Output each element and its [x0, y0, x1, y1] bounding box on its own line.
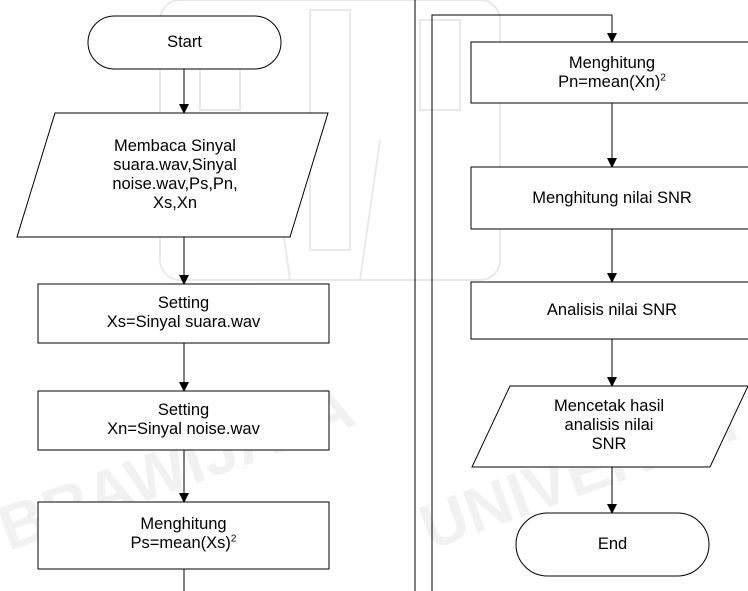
setting-xn-label: Setting Xn=Sinyal noise.wav: [38, 401, 329, 439]
compute-ps-formula: Ps=mean(Xs): [130, 534, 231, 552]
setting-xn-line-1: Setting: [157, 401, 210, 419]
compute-snr-process: [470, 166, 748, 230]
read-input-line-3: noise.wav,Ps,Pn,: [112, 175, 238, 193]
compute-ps-line-1: Menghitung: [140, 515, 227, 533]
setting-xs-line-2: Xs=Sinyal suara.wav: [106, 313, 261, 331]
analyze-snr-label: Analisis nilai SNR: [471, 301, 748, 320]
compute-pn-formula: Pn=mean(Xn): [558, 73, 661, 91]
compute-ps-line-2: Ps=mean(Xs)2: [38, 534, 329, 553]
print-output-line-2: analisis nilai: [564, 416, 654, 434]
analyze-snr-text: Analisis nilai SNR: [546, 301, 678, 319]
compute-ps-label: Menghitung Ps=mean(Xs)2: [38, 515, 329, 553]
connector-line: [431, 14, 612, 591]
setting-xs-process: [37, 283, 330, 344]
read-input-line-2: suara.wav,Sinyal: [113, 156, 237, 174]
compute-pn-line-2: Pn=mean(Xn)2: [471, 73, 748, 92]
compute-pn-process: [470, 41, 748, 104]
compute-pn-line-1: Menghitung: [568, 54, 656, 72]
start-text: Start: [167, 33, 202, 51]
compute-snr-text: Menghitung nilai SNR: [532, 189, 692, 207]
print-output-label: Mencetak hasil analisis nilai SNR: [490, 397, 728, 454]
compute-pn-label: Menghitung Pn=mean(Xn)2: [471, 54, 748, 92]
print-output-parallelogram: [471, 385, 748, 468]
setting-xs-label: Setting Xs=Sinyal suara.wav: [38, 294, 329, 332]
input-parallelogram: [16, 112, 329, 238]
read-input-label: Membaca Sinyal suara.wav,Sinyal noise.wa…: [40, 137, 310, 213]
end-terminator: [515, 512, 710, 577]
setting-xs-line-1: Setting: [157, 294, 210, 312]
print-output-line-3: SNR: [591, 435, 627, 453]
start-label: Start: [88, 33, 281, 52]
compute-snr-label: Menghitung nilai SNR: [471, 189, 748, 208]
compute-ps-exponent: 2: [230, 533, 237, 545]
setting-xn-line-2: Xn=Sinyal noise.wav: [107, 420, 260, 438]
print-output-line-1: Mencetak hasil: [553, 397, 665, 415]
compute-pn-exponent: 2: [660, 72, 666, 84]
read-input-line-1: Membaca Sinyal: [114, 137, 236, 155]
end-text: End: [597, 535, 628, 553]
end-label: End: [516, 535, 709, 554]
analyze-snr-process: [470, 281, 748, 340]
read-input-line-4: Xs,Xn: [152, 194, 198, 212]
setting-xn-process: [37, 390, 330, 451]
